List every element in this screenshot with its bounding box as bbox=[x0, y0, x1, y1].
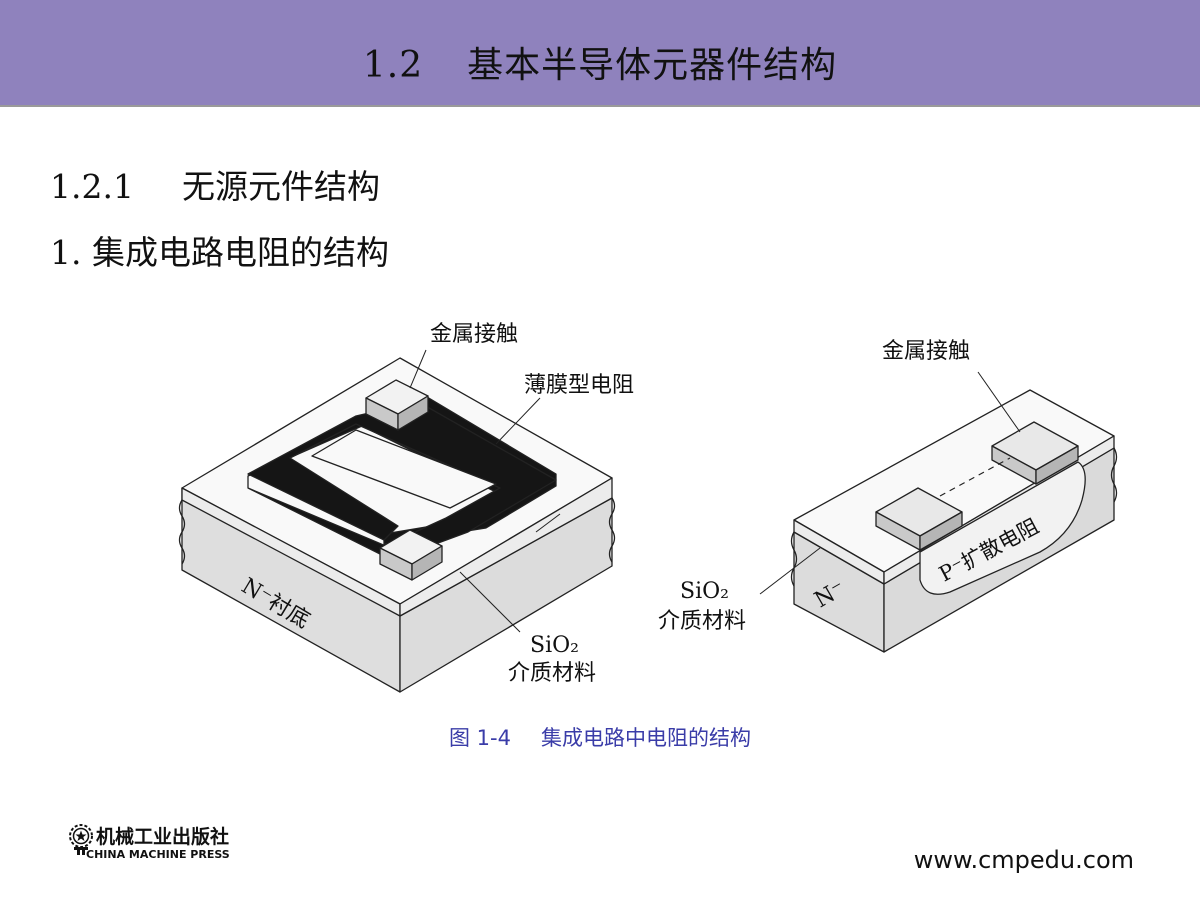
section-number: 1.2 bbox=[362, 45, 424, 86]
dashed-link bbox=[939, 457, 1011, 497]
right-break-edge-left bbox=[790, 531, 798, 587]
label-left-contact: 金属接触 bbox=[430, 322, 518, 347]
label-right-dielectric: 介质材料 bbox=[658, 609, 746, 634]
break-edge-left bbox=[178, 499, 186, 565]
publisher-name-cn: 机械工业出版社 bbox=[96, 826, 230, 848]
subsection-title: 无源元件结构 bbox=[181, 167, 380, 206]
contact-pad-bottom bbox=[379, 529, 443, 581]
contact-pad-top bbox=[365, 379, 429, 431]
thin-film-resistor-diagram bbox=[178, 349, 616, 693]
caption-text: 集成电路中电阻的结构 bbox=[540, 726, 751, 750]
film-inner-window bbox=[311, 429, 497, 509]
subsection-heading: 1.2.1 无源元件结构 bbox=[50, 160, 380, 208]
page-title: 1.2 基本半导体元器件结构 bbox=[0, 36, 1200, 88]
section-title: 基本半导体元器件结构 bbox=[467, 45, 838, 86]
subsection-number: 1.2.1 bbox=[50, 167, 134, 206]
diffusion-resistor-diagram bbox=[759, 371, 1118, 653]
title-bar: 1.2 基本半导体元器件结构 bbox=[0, 0, 1200, 107]
label-left-sio2: SiO₂ bbox=[530, 633, 579, 658]
caption-number: 图 1-4 bbox=[449, 726, 511, 750]
item-heading: 1. 集成电路电阻的结构 bbox=[50, 233, 389, 272]
figure-caption: 图 1-4 集成电路中电阻的结构 bbox=[0, 722, 1200, 752]
right-contact-pad-front bbox=[875, 487, 963, 551]
p-diffusion-region bbox=[919, 461, 1086, 595]
right-contact-pad-back bbox=[991, 421, 1079, 485]
label-right-contact: 金属接触 bbox=[882, 339, 970, 364]
film-serpentine bbox=[247, 395, 557, 561]
label-right-sio2: SiO₂ bbox=[680, 579, 729, 604]
right-break-edge bbox=[1110, 447, 1118, 503]
label-film-resistor: 薄膜型电阻 bbox=[524, 373, 634, 398]
website-url: www.cmpedu.com bbox=[913, 846, 1134, 874]
gear-star-icon bbox=[69, 824, 93, 855]
publisher-name-en: CHINA MACHINE PRESS bbox=[86, 848, 230, 861]
break-edge-right bbox=[608, 497, 616, 563]
label-left-dielectric: 介质材料 bbox=[508, 661, 596, 686]
